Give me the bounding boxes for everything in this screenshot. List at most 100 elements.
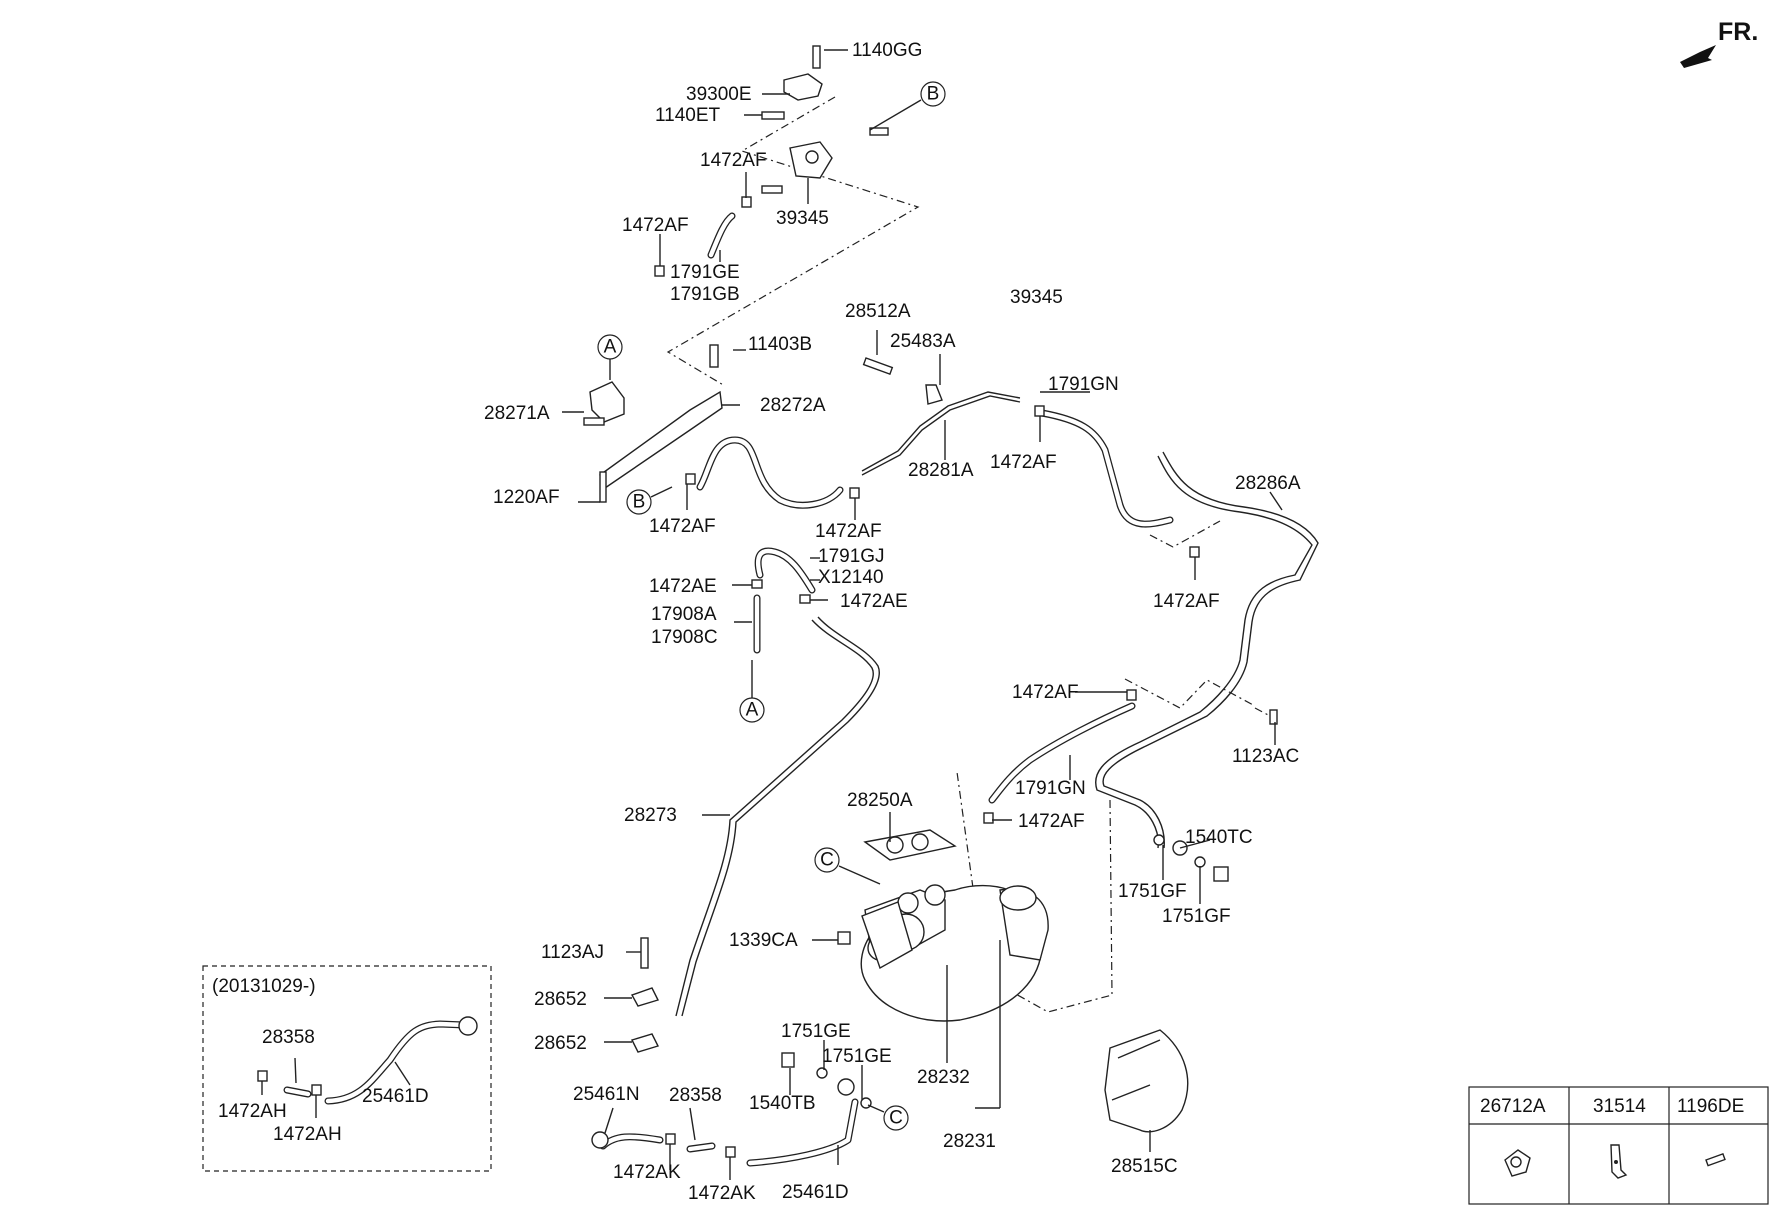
label-1123aj: 1123AJ (541, 942, 604, 963)
clamp-1472af-b (685, 473, 696, 485)
label-1472af-g: 1472AF (1012, 682, 1079, 703)
washer-1751gf-b (1194, 856, 1206, 868)
bolt-28512a (862, 357, 894, 376)
label-1472af-b: 1472AF (622, 215, 689, 236)
bracket-25483a (925, 384, 943, 405)
ref-circle-c-top (814, 847, 840, 873)
label-28271a: 28271A (484, 403, 550, 424)
label-1472ae-a: 1472AE (649, 576, 717, 597)
label-1472ah-b: 1472AH (273, 1124, 342, 1145)
label-1751ge-a: 1751GE (781, 1021, 851, 1042)
label-39300e: 39300E (686, 84, 752, 105)
label-11403b: 11403B (748, 334, 812, 355)
nut-1339ca (837, 931, 851, 945)
ref-letter-a-bottom: A (746, 700, 759, 721)
label-28512a: 28512A (845, 301, 911, 322)
bolt-b-upper (869, 127, 889, 136)
bolt-1220af (599, 471, 607, 503)
bolt-11403b (709, 344, 719, 368)
label-25483a: 25483A (890, 331, 956, 352)
washer-1751ge-a (816, 1067, 828, 1079)
clamp-1472ah-a (257, 1070, 268, 1082)
label-1472af-e: 1472AF (815, 521, 882, 542)
label-28232: 28232 (917, 1067, 970, 1088)
bolt-1123ac (1269, 709, 1278, 725)
label-1140et: 1140ET (655, 105, 721, 126)
label-28652-b: 28652 (534, 1033, 587, 1054)
label-1791gn-b: 1791GN (1015, 778, 1086, 799)
ref-circle-b-mid (626, 489, 652, 515)
forward-arrow-icon (1680, 45, 1716, 68)
turbocharger-28231 (860, 884, 1049, 1022)
label-1791ge: 1791GE (670, 262, 740, 283)
label-17908a: 17908A (651, 604, 717, 625)
bolt-1123aj (640, 937, 649, 969)
table-header-1196de: 1196DE (1677, 1096, 1744, 1117)
parts (257, 45, 1278, 1158)
label-1472af-d: 1472AF (649, 516, 716, 537)
label-28652-a: 28652 (534, 989, 587, 1010)
table-header-26712a: 26712A (1480, 1096, 1546, 1117)
label-28515c: 28515C (1111, 1156, 1178, 1177)
leader-lines (261, 49, 1283, 1180)
ref-letter-b-top: B (927, 84, 940, 105)
label-1472af-h: 1472AF (1018, 811, 1085, 832)
label-28358-b: 28358 (262, 1027, 315, 1048)
clamp-1472af-d (1034, 405, 1045, 417)
label-28358-a: 28358 (669, 1085, 722, 1106)
bolt-1540tc (1213, 866, 1229, 882)
bolt-1140et (761, 111, 785, 120)
ref-letter-c-top: C (820, 850, 834, 871)
label-1339ca: 1339CA (729, 930, 798, 951)
label-1472ak-b: 1472AK (688, 1183, 756, 1204)
label-1472ak-a: 1472AK (613, 1162, 681, 1183)
direction-label: FR. (1718, 18, 1758, 46)
ref-circle-c-bottom (883, 1105, 909, 1131)
label-39345-b: 39345 (1010, 287, 1063, 308)
bolt-1140gg (812, 45, 821, 69)
label-1472af-c: 1472AF (990, 452, 1057, 473)
clamp-1472af-top (741, 196, 752, 208)
label-1751gf-a: 1751GF (1118, 881, 1187, 902)
fitting-25461d-inset (458, 1016, 478, 1036)
label-28273: 28273 (624, 805, 677, 826)
clamp-1472ak-a (665, 1133, 676, 1145)
label-28286a: 28286A (1235, 473, 1301, 494)
label-28272a: 28272A (760, 395, 826, 416)
clip-28652-b (631, 1033, 659, 1053)
clip-28652-a (630, 987, 659, 1007)
inset-box (202, 965, 492, 1172)
label-25461n: 25461N (573, 1084, 640, 1105)
gasket-28250a (863, 829, 957, 861)
banjo-1540tb (837, 1078, 855, 1096)
fitting-25461n (591, 1131, 609, 1149)
bolt-1540tb (781, 1052, 795, 1068)
label-1791gn-a: 1791GN (1048, 374, 1119, 395)
label-28250a: 28250A (847, 790, 913, 811)
label-28281a: 28281A (908, 460, 974, 481)
part-labels: 1140GG 39300E 1140ET 1472AF 39345 1472AF… (212, 40, 1301, 1204)
pipes (283, 212, 1319, 1167)
clamp-1472ah-b (311, 1084, 322, 1096)
label-1791gb: 1791GB (670, 284, 740, 305)
nipple-28271a (583, 417, 605, 426)
ref-letter-c-bottom: C (889, 1108, 903, 1129)
parts-table: 26712A 31514 1196DE (1468, 1086, 1769, 1205)
label-1540tb: 1540TB (749, 1093, 816, 1114)
clip-icon (1504, 1149, 1531, 1177)
bolt-icon (1705, 1152, 1726, 1167)
clamp-1472af-mid (654, 265, 665, 277)
label-1140gg: 1140GG (852, 40, 922, 61)
label-x12140: X12140 (818, 567, 884, 588)
clamp-1472af-c (849, 487, 860, 499)
table-header-31514: 31514 (1593, 1096, 1646, 1117)
ref-letter-a-top: A (604, 337, 617, 358)
label-1472af-a: 1472AF (700, 150, 767, 171)
label-1123ac: 1123AC (1232, 746, 1299, 767)
label-1751gf-b: 1751GF (1162, 906, 1231, 927)
sensor-39300e (783, 73, 823, 101)
clamp-1472af-g (983, 812, 994, 824)
label-17908c: 17908C (651, 627, 718, 648)
clamp-1472ae-b (799, 594, 811, 604)
